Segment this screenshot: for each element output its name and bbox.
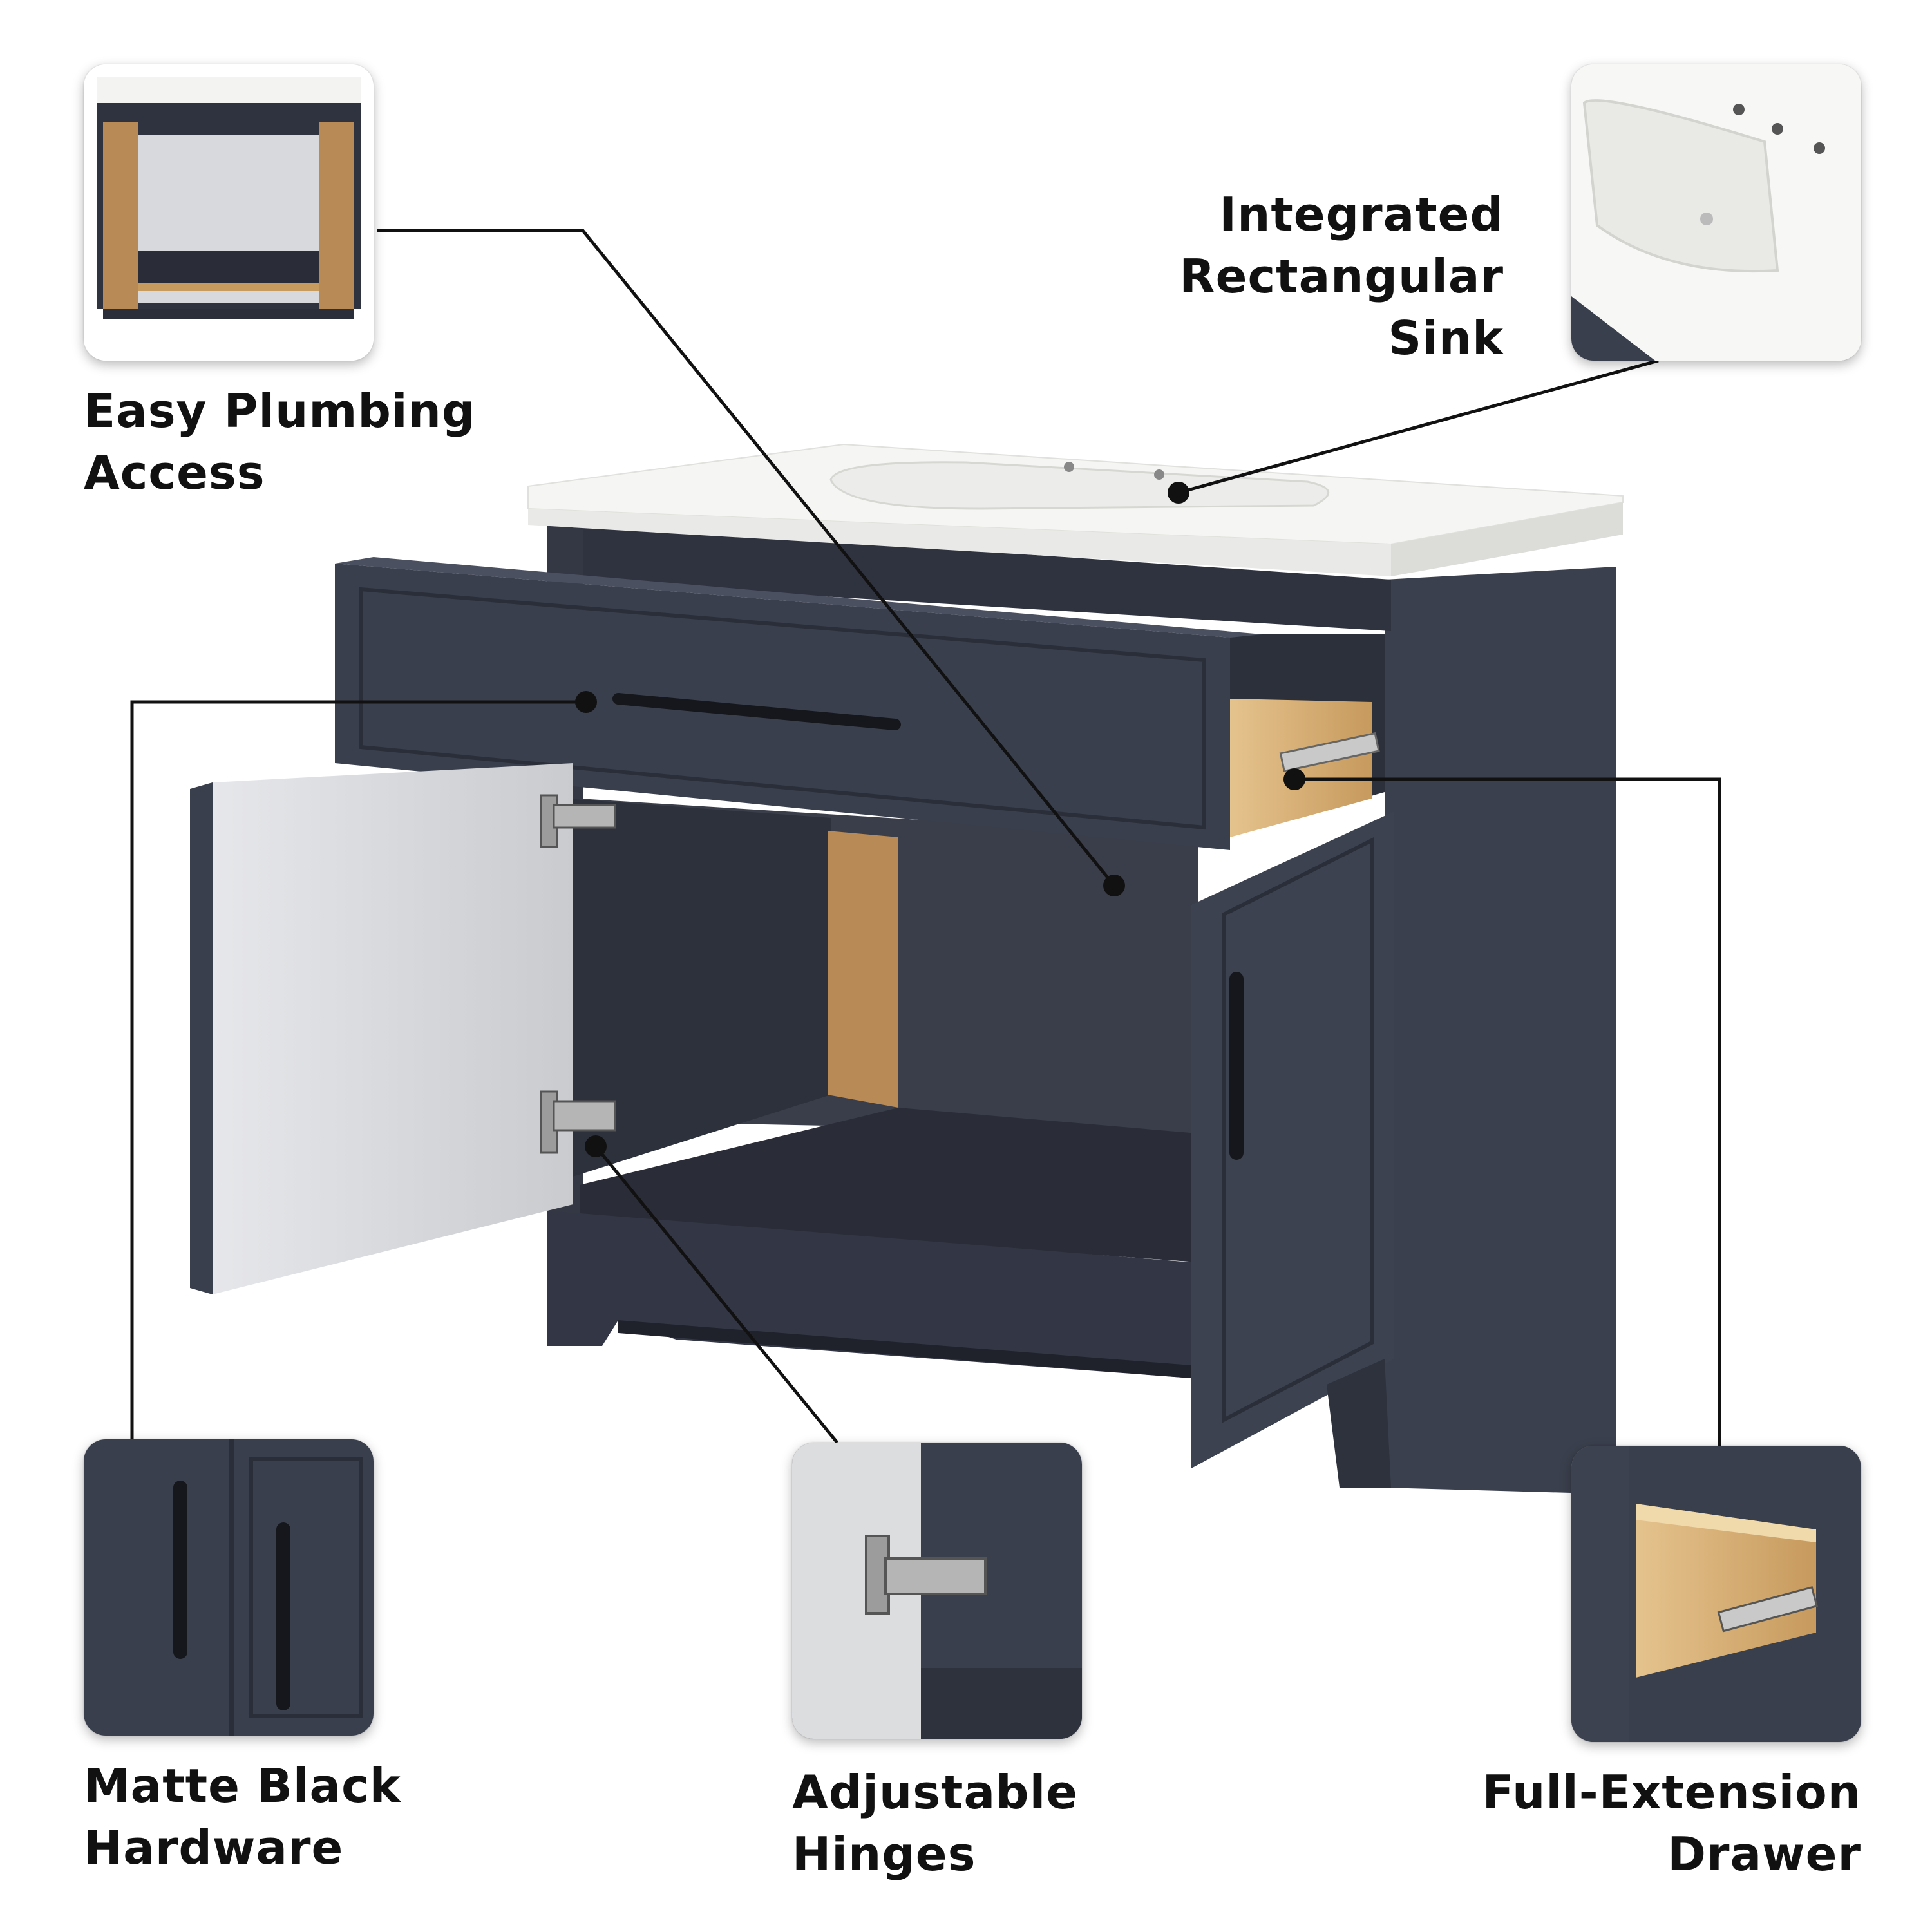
right-door-panel: [1222, 837, 1374, 1423]
left-door-edge: [190, 782, 213, 1294]
thumbnail-sink: [1571, 64, 1861, 361]
cabinet-back-strip: [551, 522, 1391, 631]
label-drawer: Full-Extension Drawer: [1482, 1765, 1861, 1881]
hinge-icon: [540, 794, 616, 848]
toe-kick-recess: [618, 1320, 1191, 1378]
faucet-hole-icon: [1154, 469, 1164, 480]
label-hardware: Matte Black Hardware: [84, 1759, 401, 1875]
countertop-front: [528, 509, 1391, 576]
drawer-slide-icon: [1279, 732, 1380, 773]
back-cutout: [828, 831, 898, 1108]
thumbnail-hardware: [84, 1439, 374, 1736]
left-door-inner: [213, 763, 573, 1294]
callout-lines: [130, 229, 1721, 1446]
hinge-icon: [540, 1090, 616, 1154]
callout-line-hardware: [130, 700, 586, 1439]
drawer-slide-icon: [1717, 1586, 1818, 1633]
thumbnail-drawer: [1571, 1446, 1861, 1742]
callout-line-drawer: [1294, 777, 1721, 1446]
callout-line-sink: [1178, 359, 1659, 495]
right-leg: [1327, 1359, 1391, 1488]
bottom-shelf: [580, 1108, 1198, 1262]
drawer-panel-frame: [359, 587, 1206, 830]
cabinet-interior-left: [567, 799, 831, 1179]
thumbnail-hinges: [792, 1443, 1082, 1739]
cabinet-side-right: [1385, 567, 1616, 1494]
label-sink: Integrated Rectangular Sink: [1179, 187, 1504, 365]
countertop-side: [1391, 502, 1623, 576]
drawer-front-top-edge: [335, 557, 1262, 638]
callout-line-plumbing: [377, 229, 1115, 887]
thumbnail-plumbing-access: [84, 64, 374, 361]
label-plumbing-access: Easy Plumbing Access: [84, 384, 476, 500]
label-hinges: Adjustable Hinges: [792, 1765, 1079, 1881]
drawer-pull-icon: [612, 693, 901, 730]
faucet-hole-icon: [1064, 462, 1074, 472]
callout-line-hinges: [594, 1145, 838, 1444]
sink-basin: [829, 461, 1329, 510]
